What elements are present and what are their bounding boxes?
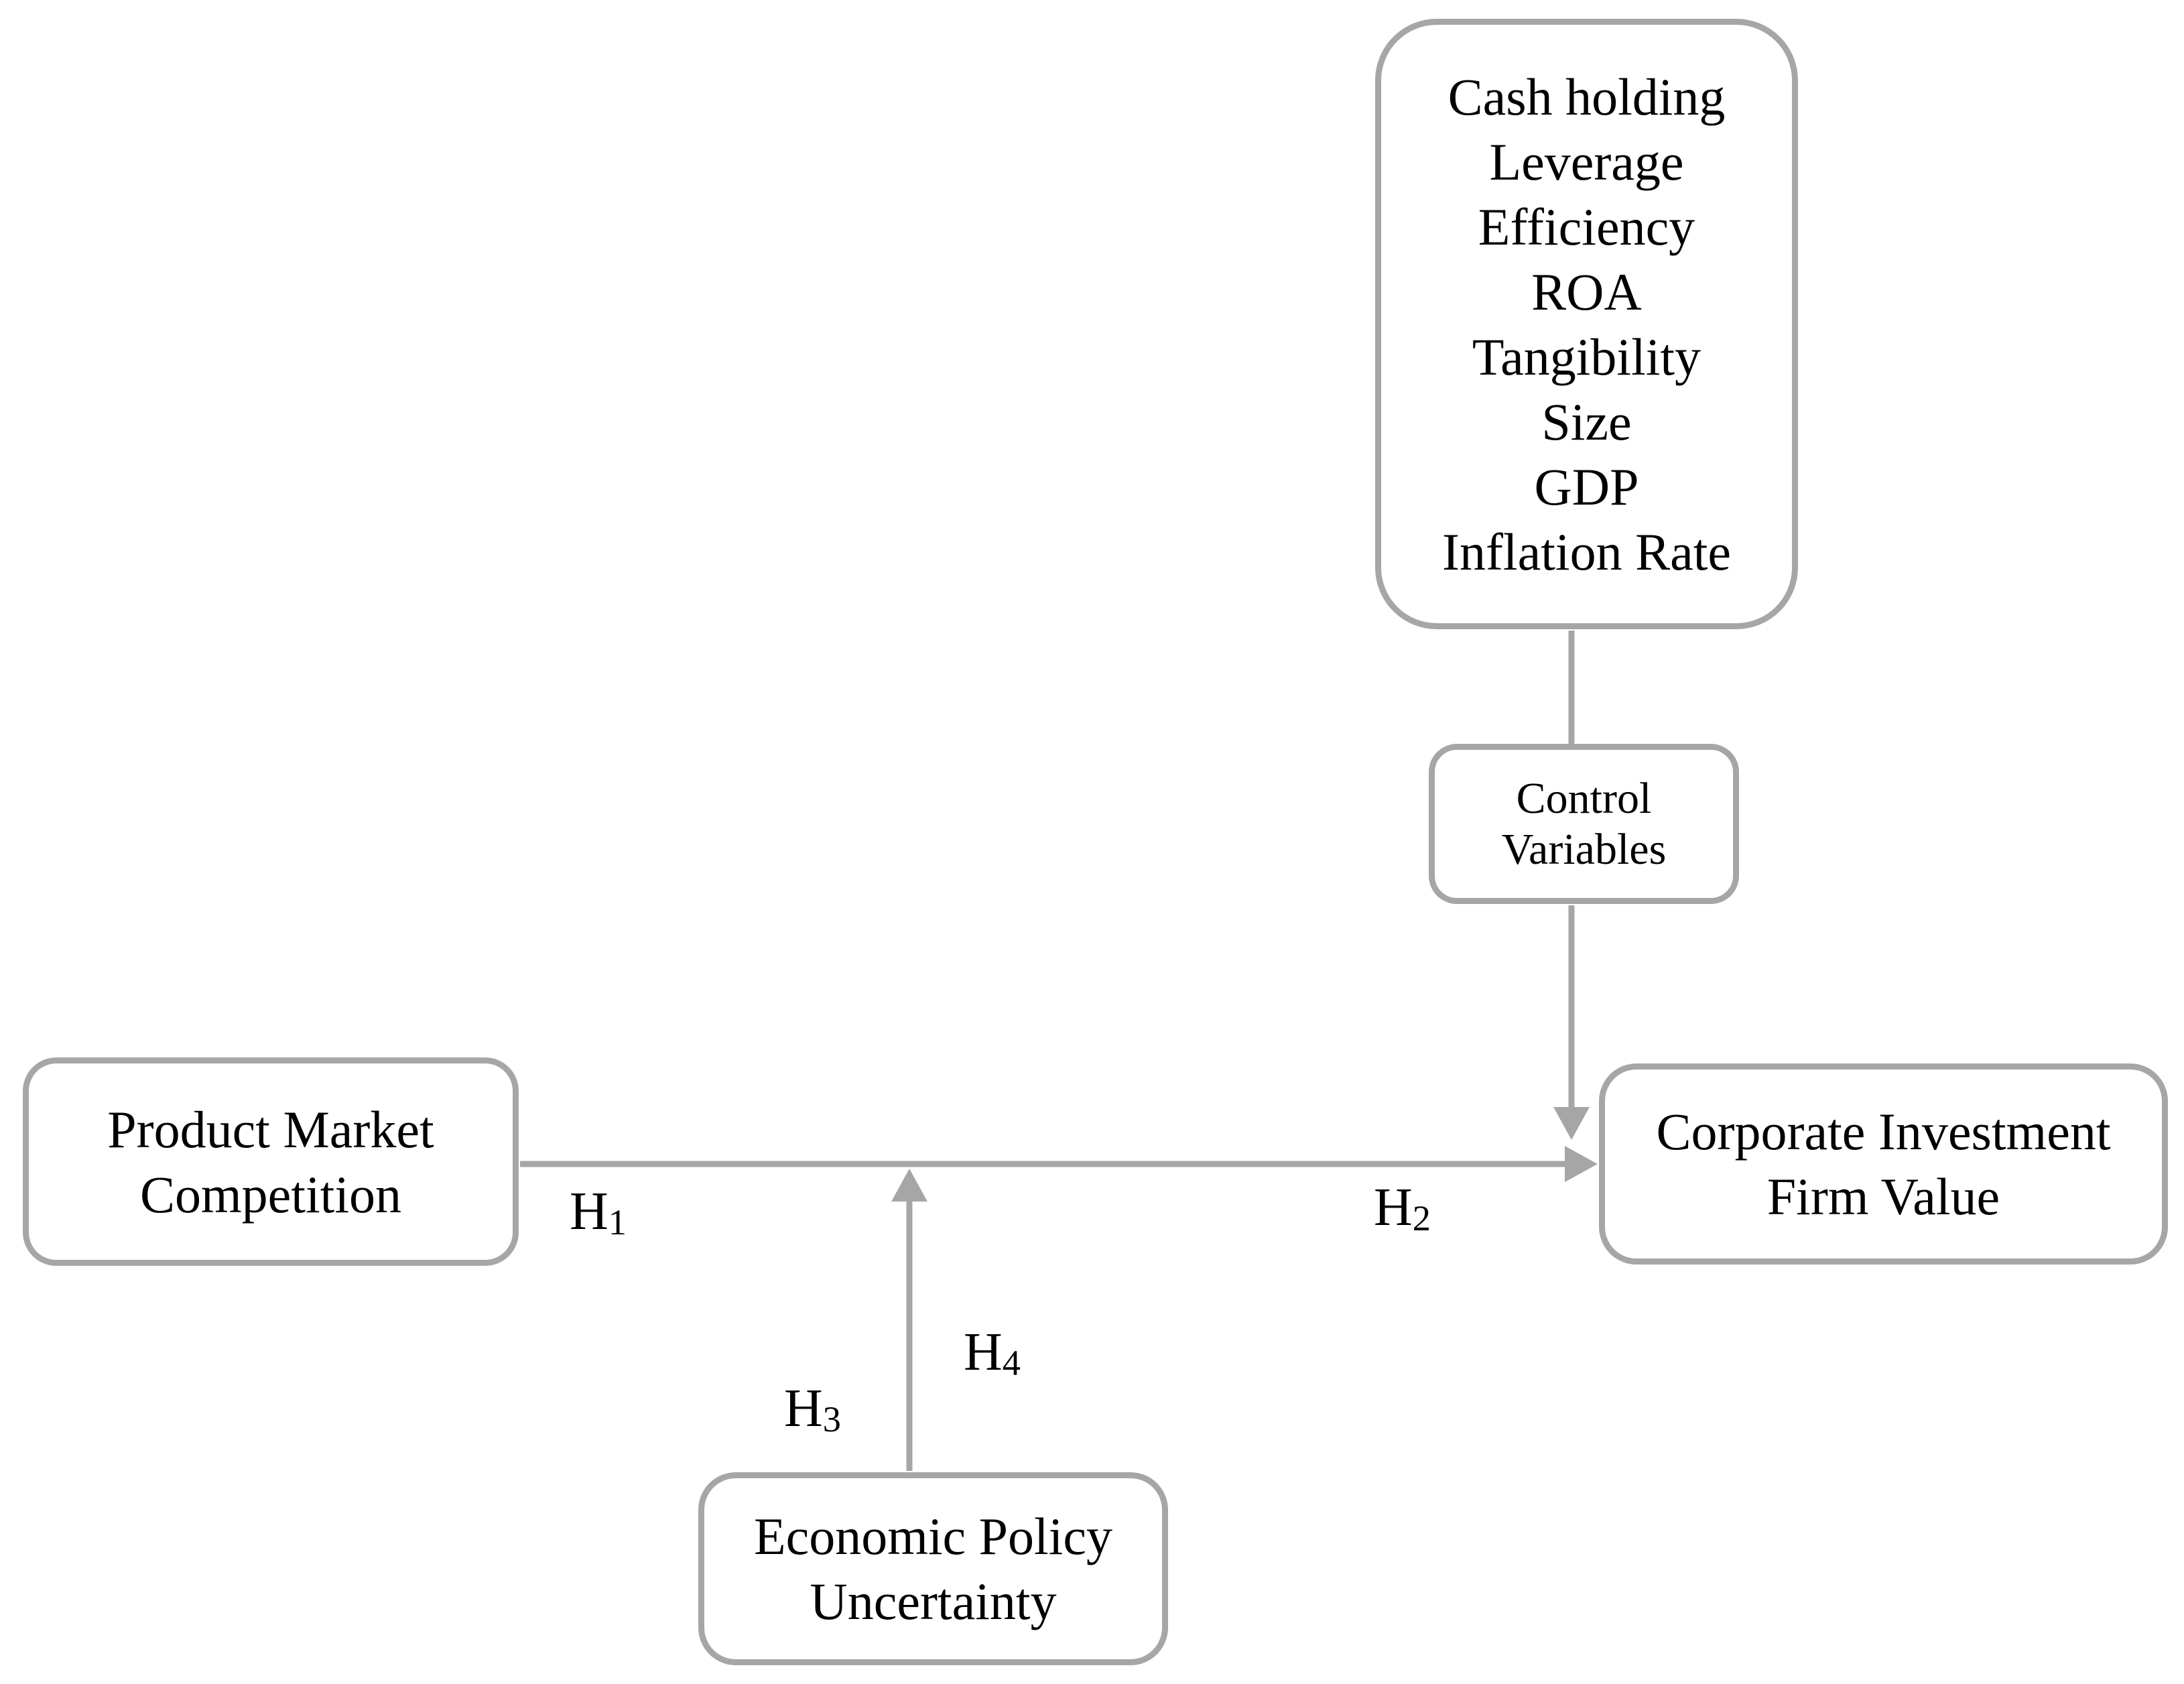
hypothesis-h3-sub: 3 xyxy=(822,1399,841,1439)
epu-line: Economic Policy xyxy=(753,1507,1113,1565)
control-variables-line: Control xyxy=(1516,773,1652,823)
hypothesis-h4-base: H xyxy=(964,1323,1003,1382)
arrow-control-variables-to-corporate xyxy=(1553,905,1590,1140)
controls-list-line: Cash holding xyxy=(1448,67,1726,126)
hypothesis-h1-label: H1 xyxy=(570,1182,627,1241)
hypothesis-h4-sub: 4 xyxy=(1002,1342,1021,1383)
arrow-pmc-to-corporate xyxy=(520,1146,1598,1182)
hypothesis-h1-base: H xyxy=(570,1182,608,1241)
corporate-investment-line: Corporate Investment xyxy=(1656,1102,2111,1161)
hypothesis-h3-label: H3 xyxy=(784,1379,841,1438)
control-variables-line: Variables xyxy=(1501,824,1667,874)
corporate-investment-box: Corporate Investment Firm Value xyxy=(1599,1063,2168,1265)
controls-list-line: GDP xyxy=(1534,457,1639,516)
hypothesis-h3-base: H xyxy=(784,1379,823,1438)
hypothesis-h2-base: H xyxy=(1374,1178,1413,1237)
pmc-line: Competition xyxy=(139,1165,401,1224)
arrow-epu-to-mediation-line xyxy=(891,1169,927,1471)
control-variables-box: Control Variables xyxy=(1429,744,1739,904)
product-market-competition-box: Product Market Competition xyxy=(23,1057,519,1266)
hypothesis-h2-label: H2 xyxy=(1374,1178,1431,1237)
controls-list-box: Cash holding Leverage Efficiency ROA Tan… xyxy=(1375,19,1798,629)
controls-list-line: Inflation Rate xyxy=(1441,522,1732,581)
controls-list-line: Leverage xyxy=(1489,132,1684,191)
hypothesis-h4-label: H4 xyxy=(964,1323,1021,1382)
controls-list-line: Efficiency xyxy=(1478,197,1695,256)
controls-list-line: ROA xyxy=(1531,262,1642,321)
hypothesis-h2-sub: 2 xyxy=(1412,1197,1431,1238)
controls-list-line: Tangibility xyxy=(1472,327,1701,386)
hypothesis-h1-sub: 1 xyxy=(608,1202,627,1242)
economic-policy-uncertainty-box: Economic Policy Uncertainty xyxy=(698,1472,1168,1665)
epu-line: Uncertainty xyxy=(810,1572,1057,1630)
corporate-investment-line: Firm Value xyxy=(1767,1167,2000,1226)
pmc-line: Product Market xyxy=(107,1100,434,1159)
controls-list-line: Size xyxy=(1541,392,1632,451)
